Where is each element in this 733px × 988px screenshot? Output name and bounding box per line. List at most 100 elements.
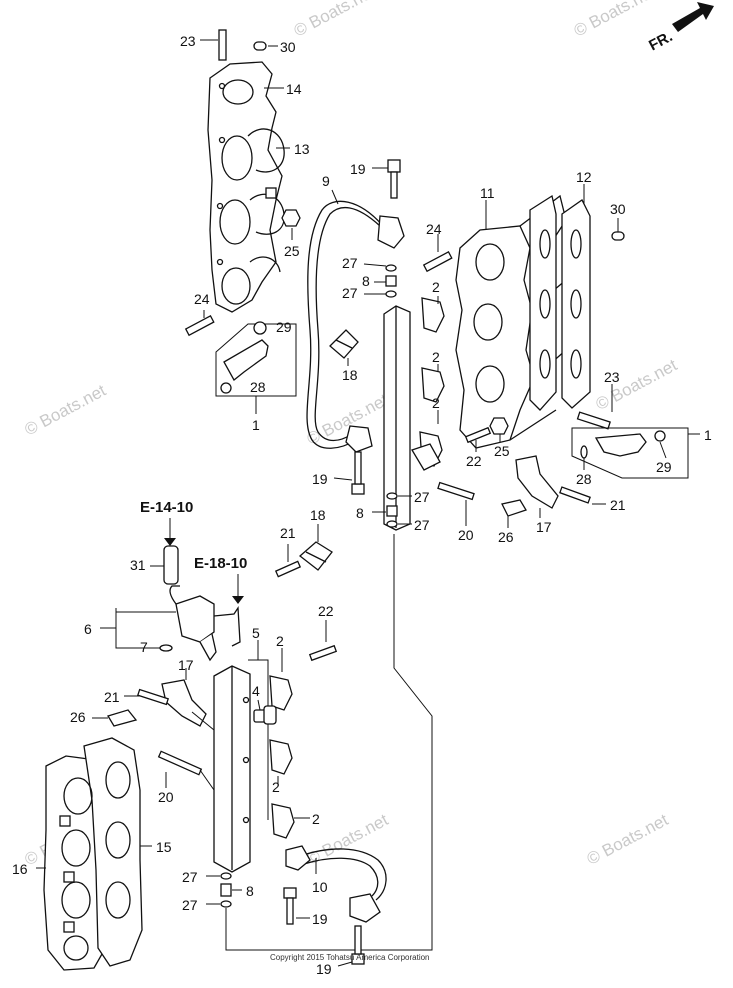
callout: 28 — [250, 379, 266, 395]
callout: 26 — [70, 709, 86, 725]
clip — [329, 329, 359, 359]
callout: 19 — [350, 161, 366, 177]
callout: 21 — [280, 525, 296, 541]
callout: 27 — [414, 517, 430, 533]
callout: 16 — [12, 861, 28, 877]
watermark: © Boats.net — [291, 0, 379, 41]
callout: 12 — [576, 169, 592, 185]
bolt — [351, 451, 365, 495]
callout: 21 — [610, 497, 626, 513]
watermark: © Boats.net — [21, 381, 109, 440]
washer — [386, 520, 398, 528]
washer — [386, 492, 398, 500]
reference-label: E-14-10 — [140, 499, 193, 516]
callout: 2 — [272, 779, 280, 795]
nut — [281, 209, 301, 227]
spacer — [220, 883, 232, 897]
callout: 28 — [576, 471, 592, 487]
dowel-pin — [611, 231, 625, 241]
callout: 8 — [362, 273, 370, 289]
brackets-upper — [419, 297, 445, 467]
callout: 25 — [494, 443, 510, 459]
brackets-lower — [269, 675, 295, 839]
callout-labels: 23 30 14 13 25 24 29 28 1 9 19 27 8 27 1… — [12, 33, 712, 977]
callout: 20 — [458, 527, 474, 543]
callout: 17 — [536, 519, 552, 535]
copyright-notice: Copyright 2015 Tohatsu America Corporati… — [270, 953, 430, 962]
stud — [184, 315, 215, 337]
callout: 1 — [704, 427, 712, 443]
callout: 29 — [656, 459, 672, 475]
callout: 5 — [252, 625, 260, 641]
fuel-injector-right — [571, 427, 689, 479]
stud — [422, 251, 453, 273]
callout: 19 — [316, 961, 332, 977]
callout: 6 — [84, 621, 92, 637]
fuel-injector-left — [215, 321, 297, 397]
spacer — [386, 505, 398, 517]
callout: 22 — [318, 603, 334, 619]
clip — [107, 709, 138, 727]
front-direction-arrow: FR. — [646, 2, 714, 54]
bracket — [161, 679, 207, 727]
mounting-plate — [411, 443, 441, 471]
callout: 18 — [342, 367, 358, 383]
callout: 2 — [432, 395, 440, 411]
callout: 26 — [498, 529, 514, 545]
hose — [163, 545, 179, 585]
callout: 27 — [342, 255, 358, 271]
callout: 27 — [342, 285, 358, 301]
bolt — [387, 159, 401, 199]
dowel-pin — [253, 41, 267, 51]
callout: 11 — [480, 185, 495, 201]
callout: 13 — [294, 141, 310, 157]
callout: 27 — [182, 869, 198, 885]
callout: 27 — [182, 897, 198, 913]
callout: 9 — [322, 173, 330, 189]
callout: 2 — [312, 811, 320, 827]
fuel-rail-lower — [213, 665, 251, 873]
fuel-hose-upper — [306, 200, 405, 453]
callout: 2 — [276, 633, 284, 649]
watermark: © Boats.net — [584, 810, 672, 869]
intake-manifold-right — [455, 194, 567, 449]
callout: 30 — [610, 201, 626, 217]
callout: 20 — [158, 789, 174, 805]
callout: 10 — [312, 879, 328, 895]
o-ring — [159, 644, 173, 652]
callout: 17 — [178, 657, 194, 673]
intake-manifold-lower — [43, 737, 143, 971]
stud — [576, 411, 611, 430]
bolt — [464, 426, 492, 444]
washer — [385, 264, 397, 272]
callout: 2 — [432, 349, 440, 365]
callout: 14 — [286, 81, 302, 97]
bolt — [157, 750, 203, 776]
nut — [489, 417, 509, 435]
callout: 27 — [414, 489, 430, 505]
callout: 24 — [194, 291, 210, 307]
callout: 4 — [252, 683, 260, 699]
watermark: © Boats.net — [571, 0, 659, 41]
fuel-hose-lower — [285, 845, 387, 923]
bracket — [515, 455, 559, 509]
callout: 1 — [252, 417, 260, 433]
bolt — [136, 688, 170, 706]
clip — [501, 499, 527, 517]
spacer — [385, 275, 397, 287]
callout: 15 — [156, 839, 172, 855]
bolt — [274, 560, 302, 578]
front-label: FR. — [646, 28, 675, 54]
fuel-pressure-regulator — [169, 585, 241, 662]
callout: 25 — [284, 243, 300, 259]
bolt — [283, 887, 297, 925]
reference-label: E-18-10 — [194, 555, 247, 572]
bolt — [308, 644, 338, 662]
callout: 30 — [280, 39, 296, 55]
callout: 29 — [276, 319, 292, 335]
intake-gasket-right — [529, 194, 591, 411]
callout: 23 — [604, 369, 620, 385]
bolt — [351, 925, 365, 965]
